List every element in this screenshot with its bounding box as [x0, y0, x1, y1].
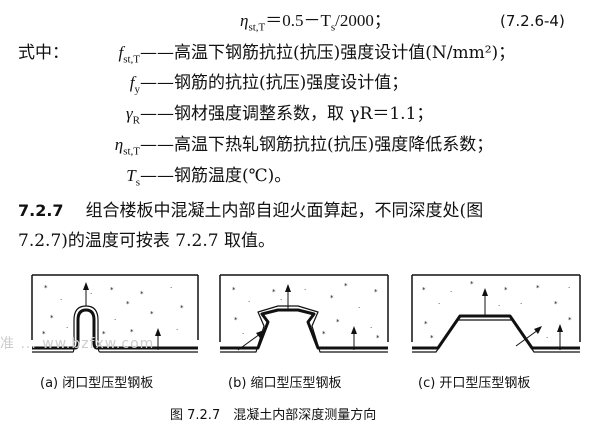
svg-text:·: · — [450, 288, 452, 296]
formula-number: (7.2.6-4) — [500, 12, 565, 30]
svg-text:·: · — [304, 286, 306, 294]
section-text-line1: 组合楼板中混凝土内部自迎火面算起，不同深度处(图 — [85, 201, 484, 221]
svg-text:·: · — [358, 304, 360, 312]
def-text-4: ——钢筋温度(℃)。 — [140, 166, 292, 186]
svg-text:·: · — [90, 290, 92, 298]
section-text-line2: 7.2.7)的温度可按表 7.2.7 取值。 — [18, 231, 275, 251]
formula-lhs: η — [240, 11, 249, 30]
svg-text:*: * — [424, 320, 428, 328]
svg-text:*: * — [568, 316, 572, 324]
svg-text:*: * — [376, 334, 380, 342]
svg-text:*: * — [536, 284, 540, 292]
svg-text:·: · — [370, 324, 372, 332]
svg-text:*: * — [110, 286, 114, 294]
svg-text:·: · — [66, 324, 68, 332]
svg-text:·: · — [248, 298, 250, 306]
figure-caption: 图 7.2.7 混凝土内部深度测量方向 — [170, 408, 377, 423]
def-symbol-2: γR — [125, 104, 140, 127]
section-number: 7.2.7 — [18, 201, 64, 220]
svg-text:*: * — [50, 314, 54, 322]
svg-text:*: * — [430, 334, 434, 342]
section-paragraph-line1: 7.2.7 组合楼板中混凝土内部自迎火面算起，不同深度处(图 — [18, 200, 483, 222]
svg-text:*: * — [504, 286, 508, 294]
svg-text:·: · — [280, 296, 282, 304]
svg-text:*: * — [422, 286, 426, 294]
watermark-text: 准 ... ww.bzfxw.com — [0, 336, 155, 352]
svg-text:*: * — [322, 330, 326, 338]
svg-text:·: · — [114, 316, 116, 324]
svg-text:*: * — [336, 318, 340, 326]
figure-a-closed-deck: * · * · * * · * * · * * · * * · — [31, 274, 199, 353]
svg-text:·: · — [498, 302, 500, 310]
svg-text:*: * — [272, 288, 276, 296]
svg-text:·: · — [520, 300, 522, 308]
svg-text:*: * — [42, 330, 46, 338]
svg-text:*: * — [554, 300, 558, 308]
def-symbol-3: ηst,T — [114, 135, 140, 158]
figure-c-open-deck: *·*· **·* *·*· *· — [411, 274, 581, 353]
def-symbol-4: Ts — [126, 166, 140, 189]
svg-text:*: * — [150, 310, 154, 318]
formula-rhs: ＝0.5－T — [265, 11, 331, 30]
svg-text:·: · — [242, 330, 244, 338]
subfigure-b-caption: (b) 缩口型压型钢板 — [228, 376, 342, 391]
svg-text:·: · — [60, 296, 62, 304]
subfigure-c-caption: (c) 开口型压型钢板 — [418, 376, 531, 391]
def-text-2: ——钢材强度调整系数，取 γR＝1.1； — [140, 104, 434, 124]
subfigure-a-caption: (a) 闭口型压型钢板 — [40, 376, 154, 391]
formula-lhs-sub: st,T — [248, 21, 266, 34]
svg-text:*: * — [102, 330, 106, 338]
svg-text:*: * — [374, 288, 378, 296]
def-text-3: ——高温下热轧钢筋抗拉(抗压)强度降低系数； — [140, 135, 494, 155]
svg-text:·: · — [438, 300, 440, 308]
def-symbol-0: fst,T — [118, 43, 140, 66]
svg-text:*: * — [140, 290, 144, 298]
where-label: 式中： — [18, 43, 69, 63]
svg-text:*: * — [130, 328, 134, 336]
svg-text:·: · — [546, 334, 548, 342]
svg-text:·: · — [170, 284, 172, 292]
formula-rhs-tail: /2000； — [335, 11, 391, 30]
def-text-1: ——钢筋的抗拉(抗压)强度设计值； — [140, 73, 409, 93]
svg-text:*: * — [234, 316, 238, 324]
svg-text:*: * — [330, 294, 334, 302]
svg-text:*: * — [470, 280, 474, 288]
svg-text:*: * — [232, 286, 236, 294]
figure-b-reentrant-deck: * · * · * · * * · * * · · * * — [219, 274, 389, 353]
svg-text:·: · — [176, 326, 178, 334]
svg-text:*: * — [180, 304, 184, 312]
formula-rhs-sub: s — [330, 21, 336, 34]
svg-text:*: * — [126, 300, 130, 308]
svg-text:·: · — [568, 284, 570, 292]
def-text-0: ——高温下钢筋抗拉(抗压)强度设计值(N/mm²)； — [140, 43, 516, 63]
svg-text:*: * — [344, 282, 348, 290]
def-symbol-1: fy — [129, 73, 140, 96]
formula-line: ηst,T＝0.5－Ts/2000； (7.2.6-4) — [240, 10, 565, 38]
svg-text:*: * — [44, 284, 48, 292]
